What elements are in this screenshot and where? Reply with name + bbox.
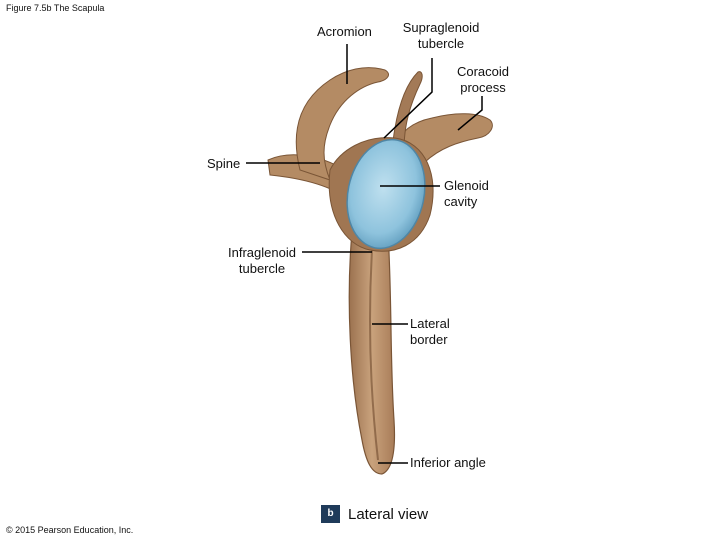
label-coracoid-line2: process (460, 80, 506, 95)
label-supraglenoid-line2: tubercle (417, 36, 465, 51)
figure-title: Figure 7.5b The Scapula (6, 3, 105, 13)
label-lateral-border: Lateral border (410, 316, 450, 348)
lateral-border-ridge (369, 249, 379, 461)
coracoid-base (391, 71, 423, 151)
view-badge: b (321, 505, 340, 523)
label-infraglenoid-line1: Infraglenoid (228, 245, 296, 260)
coracoid-leader (457, 96, 483, 131)
label-coracoid-process: Coracoid process (448, 64, 518, 96)
label-coracoid-line1: Coracoid (456, 64, 510, 79)
view-title: Lateral view (348, 506, 429, 523)
acromion (295, 67, 389, 181)
label-lateral-line2: border (410, 332, 448, 347)
label-supraglenoid-tubercle: Supraglenoid tubercle (396, 20, 486, 52)
label-supraglenoid-line1: Supraglenoid (402, 20, 480, 35)
copyright: © 2015 Pearson Education, Inc. (6, 525, 134, 535)
label-glenoid-line1: Glenoid (444, 178, 489, 193)
supraglenoid-leader (383, 58, 433, 139)
label-glenoid-line2: cavity (444, 194, 478, 209)
label-inferior-angle: Inferior angle (410, 455, 486, 470)
glenoid-cavity (346, 138, 426, 250)
label-spine: Spine (207, 156, 241, 171)
scapula-body (348, 231, 396, 475)
label-infraglenoid-tubercle: Infraglenoid tubercle (218, 245, 306, 277)
label-lateral-line1: Lateral (410, 316, 450, 331)
label-infraglenoid-line2: tubercle (238, 261, 286, 276)
label-acromion: Acromion (317, 24, 372, 39)
label-glenoid-cavity: Glenoid cavity (444, 178, 489, 210)
